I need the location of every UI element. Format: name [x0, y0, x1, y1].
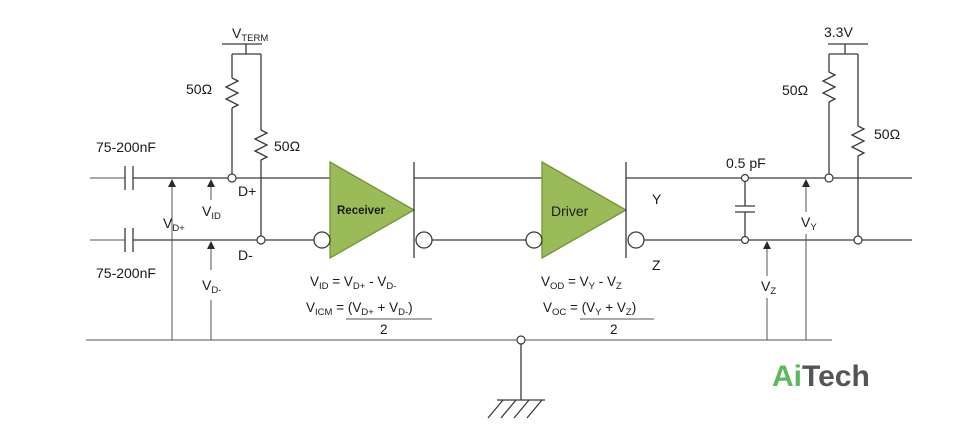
node-z	[853, 235, 863, 245]
node-dminus	[256, 235, 266, 245]
node-dplus	[227, 173, 237, 183]
receiver-label: Receiver	[337, 205, 385, 217]
cap-bottom-label: 75-200nF	[96, 265, 156, 281]
cap-out-label: 0.5 pF	[726, 155, 766, 171]
receiver-out-bubble	[415, 231, 433, 249]
receiver-eq-denominator: 2	[380, 322, 388, 337]
coupling-capacitor-top	[124, 166, 134, 190]
resistor-left-top-label: 50Ω	[186, 81, 212, 97]
driver-label: Driver	[551, 203, 589, 219]
vz-label: VZ	[761, 278, 776, 297]
node-cap-bottom	[740, 235, 750, 245]
driver-eq-denominator: 2	[610, 322, 618, 337]
resistor-left-mid-label: 50Ω	[274, 138, 300, 154]
vy-label: VY	[801, 214, 817, 233]
driver-out-bubble	[627, 231, 645, 249]
load-capacitor	[735, 178, 755, 240]
z-label: Z	[652, 257, 661, 273]
ground-node	[516, 335, 526, 345]
vy-label-bg	[798, 212, 822, 234]
resistor-left-mid	[253, 54, 269, 236]
dminus-label: D-	[238, 247, 253, 263]
ground-icon	[487, 344, 545, 419]
vz-label-bg	[758, 276, 782, 298]
resistor-left-top	[224, 54, 240, 174]
node-cap-top	[740, 173, 750, 183]
supply-label: 3.3V	[824, 24, 853, 40]
vdminus-label: VD-	[202, 277, 221, 296]
vid-label: VID	[202, 203, 221, 222]
driver-block	[541, 160, 628, 260]
receiver-eq-vid: VID = VD+ - VD-	[310, 274, 396, 292]
y-label: Y	[652, 191, 662, 207]
dplus-label: D+	[238, 183, 256, 199]
receiver-eq-vicm: VICM = (VD+ + VD-)	[306, 300, 413, 318]
receiver-block	[329, 160, 416, 260]
resistor-right-top	[821, 54, 837, 174]
driver-inverting-bubble	[525, 231, 543, 249]
vterm-label: VTERM	[232, 25, 268, 44]
resistor-right-mid-label: 50Ω	[874, 126, 900, 142]
receiver-inverting-bubble	[313, 231, 331, 249]
driver-eq-voc: VOC = (VY + VZ)	[543, 300, 636, 318]
cap-top-label: 75-200nF	[96, 139, 156, 155]
driver-eq-vod: VOD = VY - VZ	[541, 274, 622, 292]
node-y	[824, 173, 834, 183]
aitech-logo: AiTech	[772, 360, 870, 393]
resistor-right-mid	[850, 54, 866, 236]
vdplus-label: VD+	[163, 215, 185, 234]
coupling-capacitor-bottom	[124, 228, 134, 252]
resistor-right-top-label: 50Ω	[782, 82, 808, 98]
